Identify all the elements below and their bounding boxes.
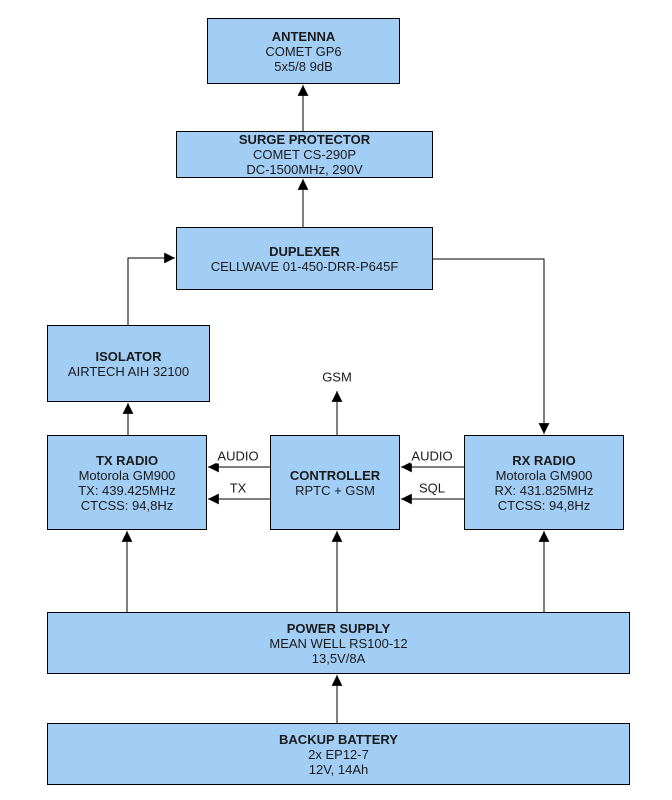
node-power-supply-detail-2: 13,5V/8A <box>311 650 366 666</box>
node-tx-radio-detail-3: CTCSS: 94,8Hz <box>80 497 174 513</box>
node-surge-protector-title: SURGE PROTECTOR <box>238 132 371 147</box>
edge-label-rx-to-controller-audio: AUDIO <box>410 448 454 464</box>
node-rx-radio-detail-1: Motorola GM900 <box>495 467 593 483</box>
node-isolator-detail-1: AIRTECH AIH 32100 <box>67 363 190 379</box>
node-tx-radio-detail-1: Motorola GM900 <box>78 467 176 483</box>
node-surge-protector-detail-2: DC-1500MHz, 290V <box>246 162 363 177</box>
node-controller-detail-1: RPTC + GSM <box>295 482 375 498</box>
node-power-supply-detail-1: MEAN WELL RS100-12 <box>269 635 408 651</box>
node-backup-battery-detail-2: 12V, 14Ah <box>308 761 369 777</box>
node-backup-battery-title: BACKUP BATTERY <box>279 731 398 747</box>
node-rx-radio-title: RX RADIO <box>512 452 576 468</box>
edge-label-controller-to-tx-tx: TX <box>228 480 248 496</box>
node-tx-radio-title: TX RADIO <box>95 452 159 468</box>
node-rx-radio-detail-2: RX: 431.825MHz <box>494 482 594 498</box>
edge-label-controller-to-gsm: GSM <box>321 369 353 385</box>
node-backup-battery-detail-1: 2x EP12-7 <box>308 746 369 762</box>
node-antenna-detail-1: COMET GP6 <box>265 43 342 59</box>
edge-isolator-to-duplexer <box>127 252 175 325</box>
node-duplexer-detail-1: CELLWAVE 01-450-DRR-P645F <box>210 258 399 274</box>
edge-duplexer-to-rx-radio <box>433 258 550 434</box>
node-tx-radio-detail-2: TX: 439.425MHz <box>78 482 176 498</box>
node-power-supply-title: POWER SUPPLY <box>286 620 391 636</box>
edge-label-controller-to-tx-audio: AUDIO <box>216 448 260 464</box>
edge-label-rx-to-controller-sql: SQL <box>417 480 447 496</box>
node-antenna-title: ANTENNA <box>271 28 336 44</box>
node-controller-title: CONTROLLER <box>289 467 381 483</box>
node-antenna-detail-2: 5x5/8 9dB <box>274 58 333 74</box>
node-rx-radio-detail-3: CTCSS: 94,8Hz <box>497 497 591 513</box>
node-isolator-title: ISOLATOR <box>95 348 162 364</box>
node-surge-protector-detail-1: COMET CS-290P <box>252 147 357 162</box>
node-duplexer-title: DUPLEXER <box>269 243 340 259</box>
